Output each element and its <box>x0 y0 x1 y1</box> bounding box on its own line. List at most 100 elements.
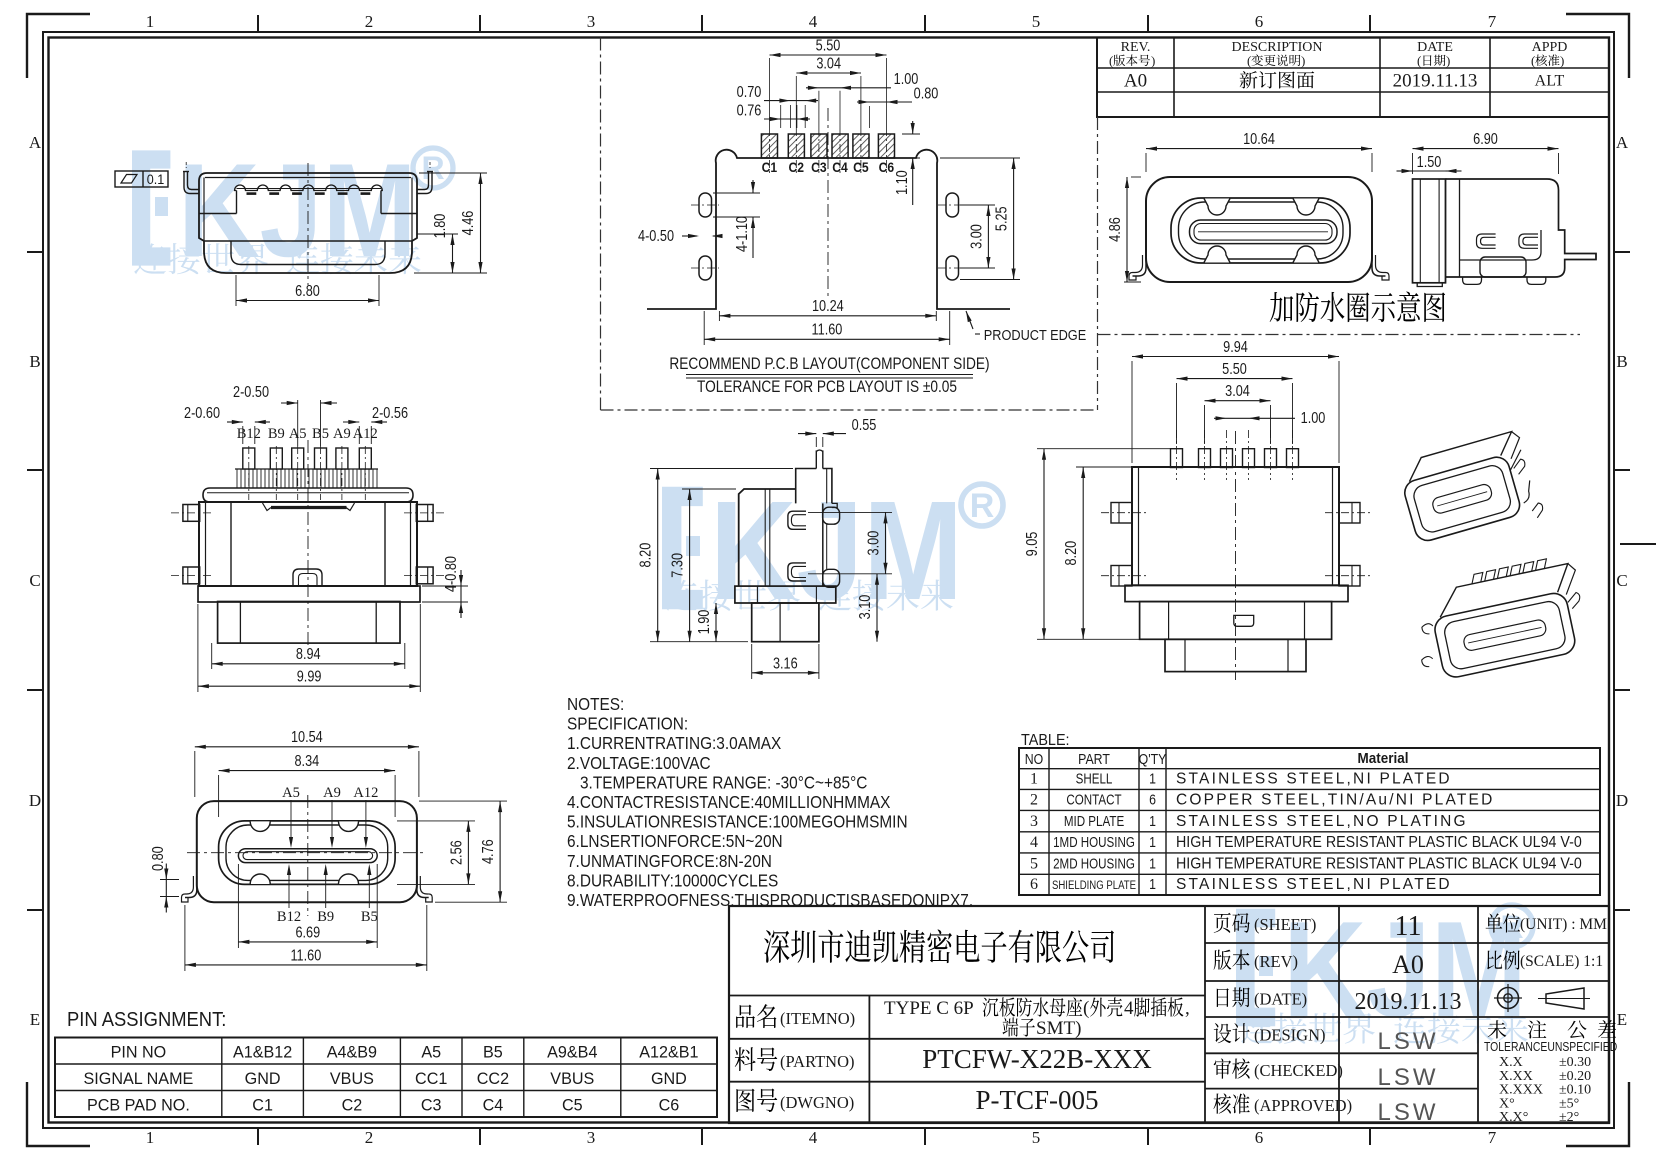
svg-text:C6: C6 <box>879 159 895 175</box>
svg-text:4-0.80: 4-0.80 <box>443 556 460 592</box>
svg-text:C1: C1 <box>252 1095 273 1114</box>
svg-text:B5: B5 <box>312 426 329 442</box>
svg-text:5: 5 <box>1030 855 1038 872</box>
svg-text:6.90: 6.90 <box>1473 131 1498 148</box>
svg-text:3.TEMPERATURE RANGE: -30°C~+85: 3.TEMPERATURE RANGE: -30°C~+85°C <box>580 774 867 793</box>
svg-text:(ITEMNO): (ITEMNO) <box>780 1009 855 1028</box>
svg-text:6: 6 <box>1149 792 1156 808</box>
svg-text:4: 4 <box>1030 834 1038 851</box>
svg-text:C3: C3 <box>421 1095 442 1114</box>
svg-text:RECOMMEND P.C.B LAYOUT(COMPONE: RECOMMEND P.C.B LAYOUT(COMPONENT SIDE) <box>669 355 989 373</box>
svg-text:4.86: 4.86 <box>1107 217 1124 242</box>
svg-text:±0.30: ±0.30 <box>1559 1055 1591 1070</box>
svg-text:C2: C2 <box>789 159 805 175</box>
svg-text:0.55: 0.55 <box>852 417 877 434</box>
svg-text:(REV): (REV) <box>1254 952 1298 971</box>
svg-text:0.76: 0.76 <box>737 102 762 119</box>
svg-text:B9: B9 <box>268 426 285 442</box>
svg-text:PIN ASSIGNMENT:: PIN ASSIGNMENT: <box>67 1009 226 1031</box>
svg-text:4.76: 4.76 <box>480 839 497 864</box>
svg-text:1: 1 <box>1149 813 1156 829</box>
svg-text:1MD HOUSING: 1MD HOUSING <box>1053 834 1135 851</box>
svg-text:(: ( <box>1109 53 1113 68</box>
svg-text:(: ( <box>1247 53 1251 68</box>
svg-text:A: A <box>1616 133 1629 152</box>
svg-text:0.80: 0.80 <box>150 846 167 871</box>
svg-text:(: ( <box>1531 53 1535 68</box>
svg-text:LSW: LSW <box>1377 1028 1438 1055</box>
svg-text:9.94: 9.94 <box>1223 339 1248 356</box>
svg-text:1.80: 1.80 <box>432 214 449 239</box>
svg-text:A12: A12 <box>353 785 378 801</box>
svg-text:0.70: 0.70 <box>737 84 762 101</box>
svg-text:VBUS: VBUS <box>330 1069 374 1088</box>
svg-text:X.X°: X.X° <box>1499 1110 1528 1125</box>
svg-text:R: R <box>970 487 995 525</box>
svg-text:1: 1 <box>146 1128 155 1147</box>
svg-text:A12&B1: A12&B1 <box>639 1042 698 1061</box>
svg-text:B: B <box>1616 352 1627 371</box>
svg-text:2: 2 <box>365 12 374 31</box>
svg-text:3.10: 3.10 <box>857 595 874 620</box>
svg-text:(CHECKED): (CHECKED) <box>1254 1061 1343 1080</box>
svg-text:VBUS: VBUS <box>550 1069 594 1088</box>
svg-text:A1&B12: A1&B12 <box>233 1042 292 1061</box>
svg-text:A9: A9 <box>333 426 351 442</box>
svg-text:(APPROVED): (APPROVED) <box>1254 1096 1352 1115</box>
svg-text:8.20: 8.20 <box>638 543 655 568</box>
svg-text:C6: C6 <box>659 1095 680 1114</box>
svg-text:3: 3 <box>587 12 596 31</box>
svg-text:5.50: 5.50 <box>1222 361 1247 378</box>
svg-text:PTCFW-X22B-XXX: PTCFW-X22B-XXX <box>922 1044 1152 1074</box>
svg-text:7.30: 7.30 <box>669 553 686 578</box>
svg-text:): ) <box>1151 53 1155 68</box>
svg-text:(SHEET): (SHEET) <box>1254 915 1316 934</box>
svg-text:A5: A5 <box>282 785 300 801</box>
svg-text:2-0.56: 2-0.56 <box>372 405 408 422</box>
svg-text:HIGH TEMPERATURE RESISTANT PLA: HIGH TEMPERATURE RESISTANT PLASTIC BLACK… <box>1176 835 1582 852</box>
svg-text:2019.11.13: 2019.11.13 <box>1354 989 1461 1015</box>
svg-text:3.00: 3.00 <box>968 224 985 249</box>
svg-text:C4: C4 <box>483 1095 504 1114</box>
svg-text:CONTACT: CONTACT <box>1066 791 1121 808</box>
svg-text:1: 1 <box>146 12 155 31</box>
svg-text:SIGNAL NAME: SIGNAL NAME <box>84 1069 194 1088</box>
svg-text:±0.20: ±0.20 <box>1559 1069 1591 1084</box>
svg-text:A4&B9: A4&B9 <box>327 1042 377 1061</box>
svg-text:C3: C3 <box>811 159 827 175</box>
svg-text:4.CONTACTRESISTANCE:40MILLIONH: 4.CONTACTRESISTANCE:40MILLIONHMMAX <box>567 793 890 812</box>
svg-text:1.CURRENTRATING:3.0AMAX: 1.CURRENTRATING:3.0AMAX <box>567 734 781 753</box>
svg-text:NOTES:: NOTES: <box>567 695 624 714</box>
svg-text:4-1.10: 4-1.10 <box>734 216 751 252</box>
svg-text:11.60: 11.60 <box>290 947 321 964</box>
svg-text:TABLE:: TABLE: <box>1021 731 1070 749</box>
svg-text:±5°: ±5° <box>1559 1096 1579 1111</box>
svg-text:SMT): SMT) <box>1036 1018 1081 1039</box>
svg-text:±0.10: ±0.10 <box>1559 1083 1591 1098</box>
svg-text:8.94: 8.94 <box>296 646 321 663</box>
svg-text:1: 1 <box>1149 855 1156 871</box>
svg-text:GND: GND <box>245 1069 281 1088</box>
svg-text:(: ( <box>1083 998 1089 1019</box>
svg-text:(UNIT) : MM: (UNIT) : MM <box>1520 916 1607 933</box>
svg-text:B12: B12 <box>277 909 301 925</box>
svg-text:DATE: DATE <box>1417 40 1453 55</box>
svg-text:A9&B4: A9&B4 <box>547 1042 597 1061</box>
svg-text:,: , <box>1185 998 1190 1019</box>
svg-text:6.LNSERTIONFORCE:5N~20N: 6.LNSERTIONFORCE:5N~20N <box>567 832 783 851</box>
svg-text:SHELL: SHELL <box>1076 770 1113 787</box>
svg-text:ALT: ALT <box>1535 73 1565 90</box>
svg-text:A12: A12 <box>353 426 378 442</box>
svg-text:5: 5 <box>1032 1128 1041 1147</box>
svg-text:2-0.50: 2-0.50 <box>233 384 269 401</box>
svg-text:8.20: 8.20 <box>1063 541 1080 566</box>
svg-text:A5: A5 <box>289 426 307 442</box>
svg-text:0.1: 0.1 <box>147 171 165 187</box>
svg-text:A0: A0 <box>1392 950 1424 979</box>
svg-text:2019.11.13: 2019.11.13 <box>1393 71 1478 92</box>
svg-text:4.46: 4.46 <box>460 211 477 236</box>
svg-text:SPECIFICATION:: SPECIFICATION: <box>567 715 688 734</box>
svg-text:11: 11 <box>1395 911 1422 942</box>
svg-text:X°: X° <box>1499 1096 1515 1111</box>
svg-text:LSW: LSW <box>1377 1064 1438 1091</box>
